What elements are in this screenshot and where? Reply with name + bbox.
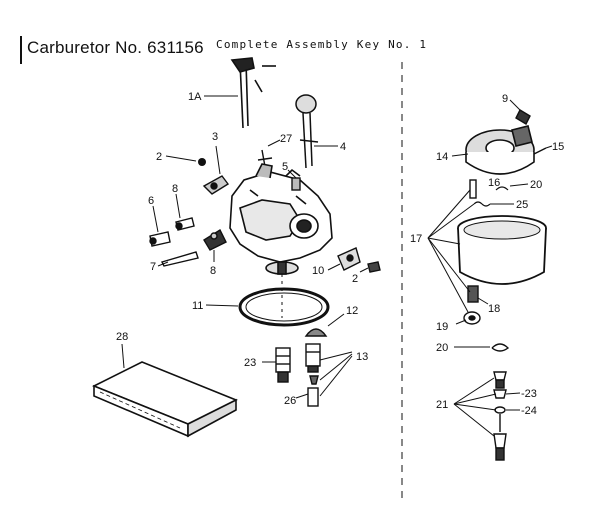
callout-23: 23 [244,357,256,369]
assembly-subtitle: Complete Assembly Key No. 1 [216,38,428,51]
part-8-pin-upper [175,217,195,231]
callout-4: 4 [340,141,346,153]
part-11-gasket [238,287,330,327]
part-2-screw-right [367,261,381,273]
part-8-fitting [203,228,227,251]
callout-2: 2 [156,151,162,163]
leader-21 [453,377,497,437]
callout-12: 12 [346,305,358,317]
callout-18: 18 [488,303,500,315]
callout-26: 26 [284,395,296,407]
part-carburetor-body [229,163,333,275]
callout-17: 17 [410,233,422,245]
callout-24: -24 [521,405,537,417]
part-10-bracket [337,247,361,271]
page-title: Carburetor No. 631156 [27,38,204,57]
callout-19: 19 [436,321,448,333]
part-choke-shaft [295,94,319,169]
part-20-clip [495,186,509,191]
part-19-washer [463,311,481,325]
callout-1a: 1A [188,91,202,103]
part-12-cap [304,328,328,337]
part-5-screw [291,177,301,191]
callout-8-upper: 8 [172,183,178,195]
part-28-repair-kit-box [92,361,238,438]
part-13-bowl-nut [305,343,321,407]
callout-7: 7 [150,261,156,273]
callout-23-right: -23 [521,388,537,400]
part-2-screw [198,158,206,166]
part-6-pin [149,231,171,247]
callout-21: 21 [436,399,448,411]
part-20-lower-clip [491,343,510,352]
part-23-nut [275,347,291,383]
callout-11: 11 [192,300,203,312]
leader-17 [427,189,475,313]
callout-3: 3 [212,131,218,143]
part-25-spring [473,201,491,207]
callout-20: 20 [530,179,542,191]
part-float-bowl [457,215,547,285]
callout-9: 9 [502,93,508,105]
part-throttle-shaft [230,57,276,129]
callout-14: 14 [436,151,448,163]
part-14-float [465,125,535,175]
callout-2-right: 2 [352,273,358,285]
title-bar [20,36,22,64]
callout-8: 8 [210,265,216,277]
callout-16: 16 [488,177,500,189]
callout-27: 27 [280,133,292,145]
callout-6: 6 [148,195,154,207]
part-16-needle-valve [469,179,477,199]
callout-10: 10 [312,265,324,277]
callout-25: 25 [516,199,528,211]
part-15-pin [533,147,547,155]
part-3-plate [202,175,230,195]
callout-20-lower: 20 [436,342,448,354]
part-9-screw [515,109,531,125]
callout-28: 28 [116,331,128,343]
part-21-main-jet-assembly [493,371,507,461]
callout-5: 5 [282,161,288,173]
callout-13: 13 [356,351,368,363]
part-18-spring [467,285,479,303]
callout-15: 15 [552,141,564,153]
part-7-needle [160,251,199,267]
